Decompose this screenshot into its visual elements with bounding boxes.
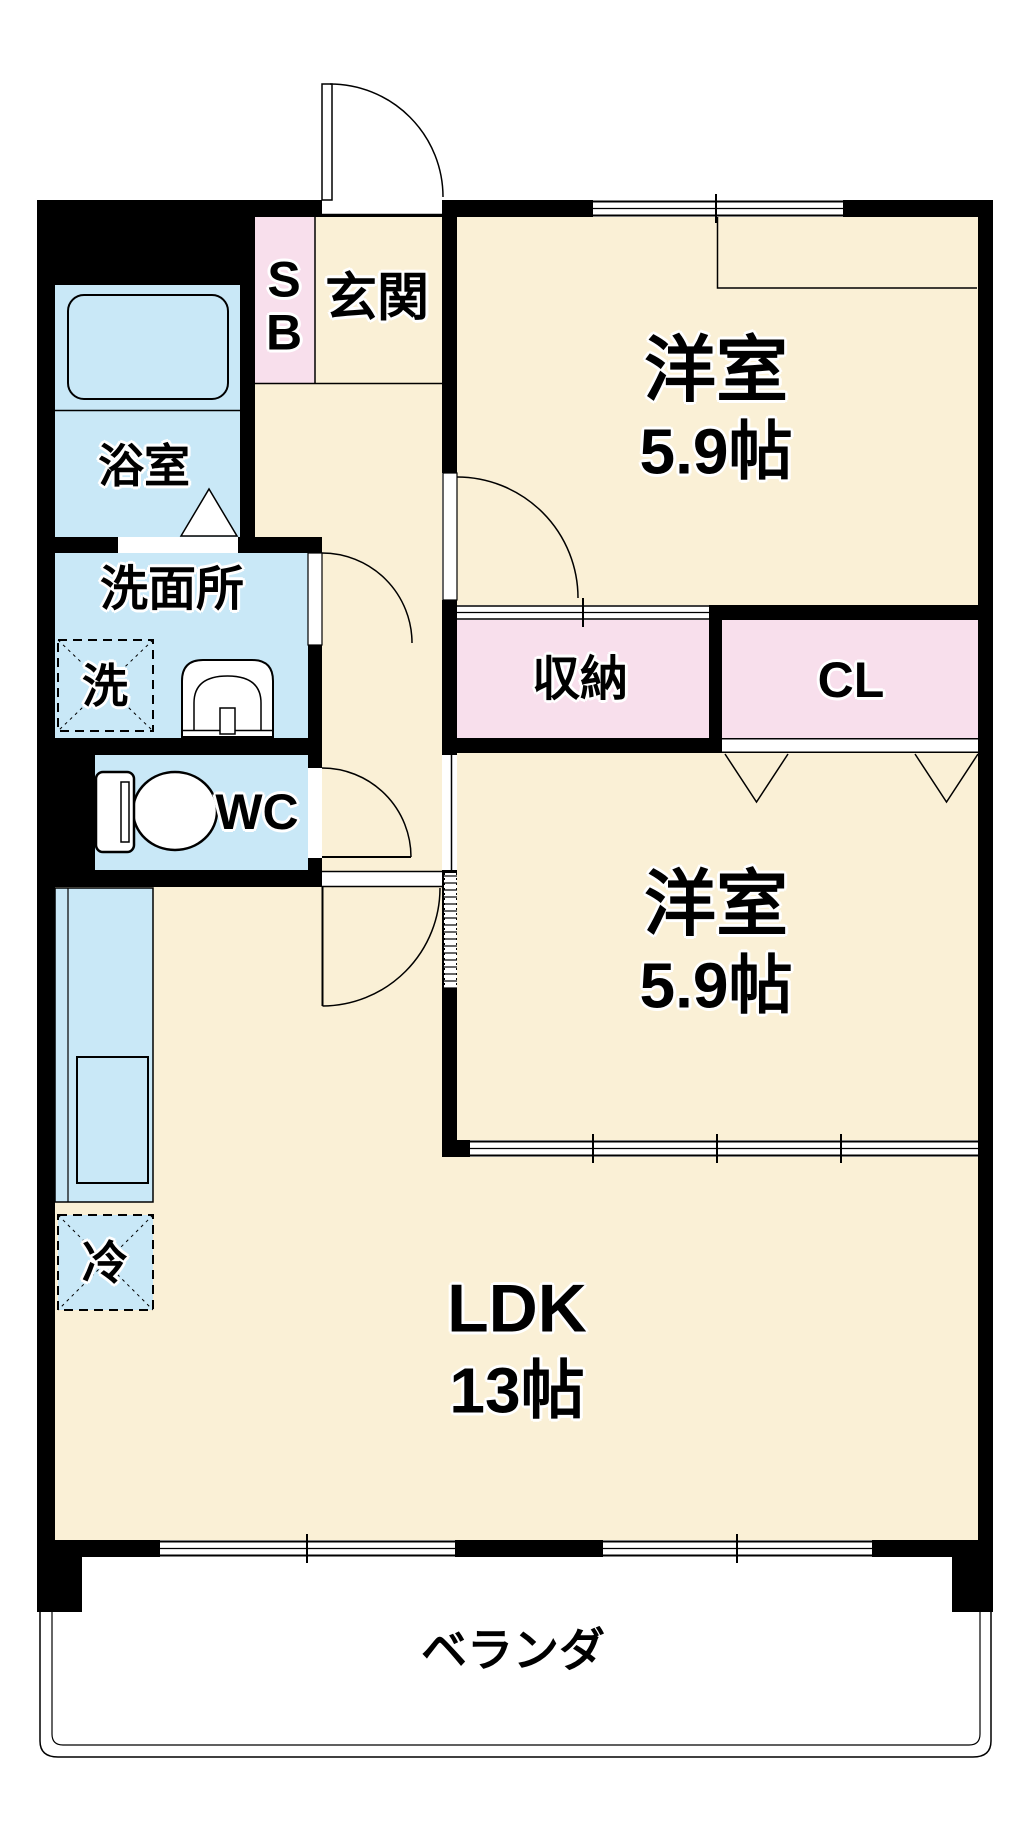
wall-hall-east-upper <box>442 217 457 473</box>
bathroom-floor <box>55 285 240 537</box>
veranda-label: ベランダ <box>421 1623 605 1676</box>
wall-bath-east <box>240 285 255 537</box>
wall-storage-south <box>442 738 722 753</box>
wall-southeast-pillar <box>952 1540 993 1612</box>
bathroom-label: 浴室 <box>98 439 190 492</box>
wall-hall-east-middle <box>442 600 457 755</box>
storage-floor <box>457 620 709 738</box>
wall-north <box>37 200 993 217</box>
wall-kitchen-north <box>37 870 322 887</box>
wall-closet-north <box>722 605 978 620</box>
wall-washroom-east <box>308 643 322 768</box>
refrigerator-label: 冷 <box>82 1236 128 1289</box>
wall-bath-north-block <box>37 217 255 285</box>
shoe-box-label-line2: B <box>265 304 303 360</box>
shoe-box-label: S B <box>265 251 303 360</box>
ldk-name: LDK <box>447 1270 587 1347</box>
ldk-floor <box>55 887 978 1540</box>
wall-east <box>978 200 993 1612</box>
wall-wc-west-block <box>37 755 95 870</box>
toilet-label: WC <box>215 783 299 840</box>
wall-west <box>37 200 55 1612</box>
shoe-box-floor <box>255 217 315 383</box>
washroom-label: 洗面所 <box>99 562 245 616</box>
shoe-box-label-line1: S <box>267 251 301 308</box>
ldk-size: 13帖 <box>449 1354 585 1427</box>
wall-hall-east-lower <box>442 870 457 1140</box>
washing-machine-label: 洗 <box>82 659 128 712</box>
entrance-label: 玄関 <box>324 269 430 328</box>
western-room-1-size: 5.9帖 <box>639 415 793 488</box>
wall-partition-end-block <box>442 1140 470 1157</box>
storage-label: 収納 <box>531 652 629 706</box>
wall-washroom-north <box>37 537 322 553</box>
wall-wc-north <box>37 738 322 755</box>
western-room-1-name: 洋室 <box>643 331 789 412</box>
wall-southwest-pillar <box>37 1540 82 1612</box>
western-room-2-size: 5.9帖 <box>639 949 793 1022</box>
entrance-door-icon <box>321 83 444 216</box>
closet-floor <box>722 620 978 738</box>
western-room-2-name: 洋室 <box>643 865 789 946</box>
wall-storage-closet-divider <box>709 605 722 753</box>
wall-south <box>37 1540 993 1557</box>
closet-label: CL <box>817 651 885 708</box>
kitchen-counter <box>55 888 153 1202</box>
